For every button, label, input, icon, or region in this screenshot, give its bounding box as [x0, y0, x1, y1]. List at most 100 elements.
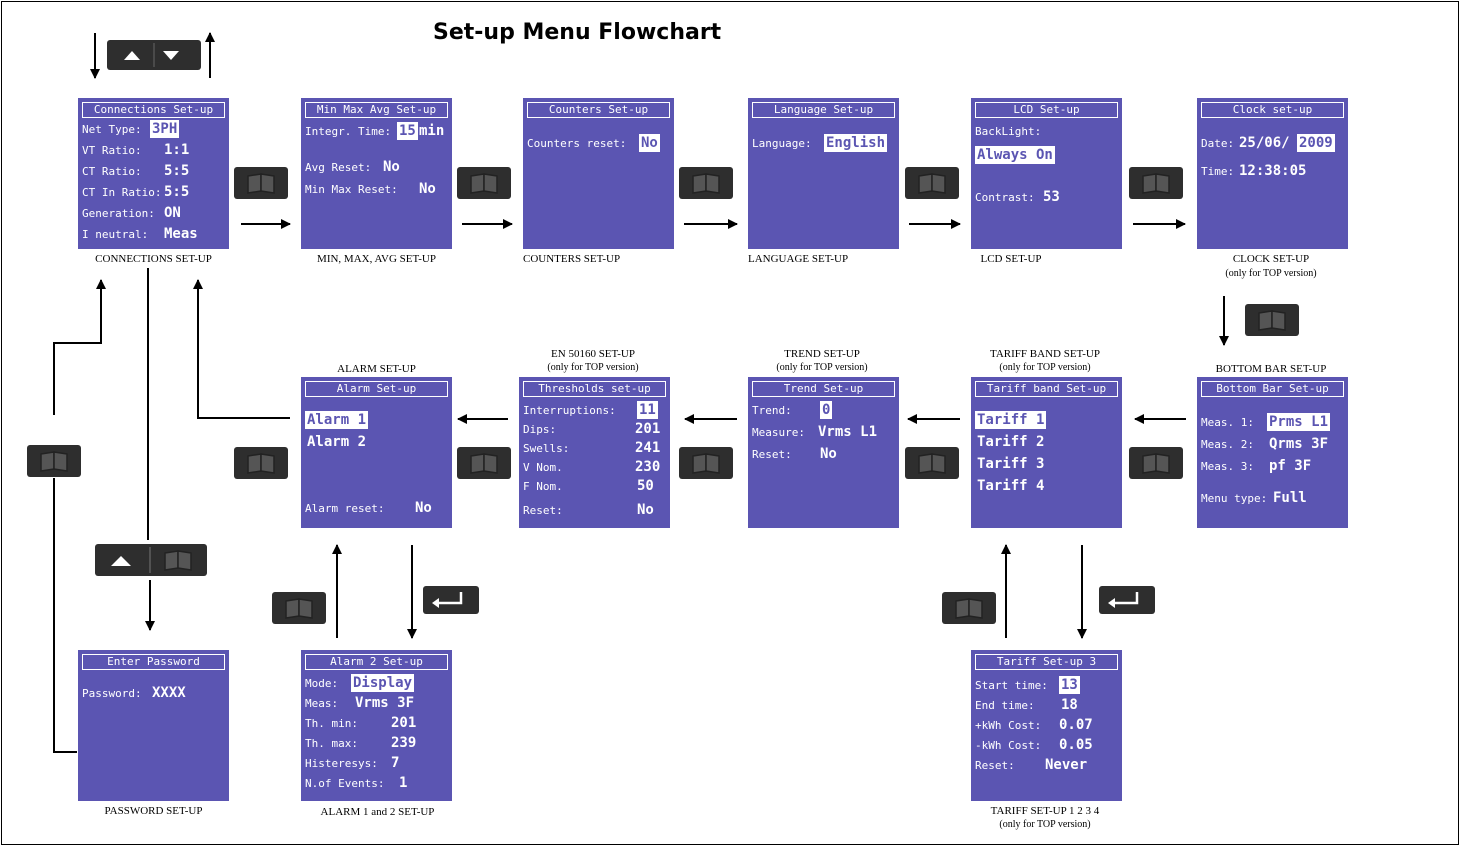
up-enter-keys — [95, 544, 207, 576]
book-icon — [918, 173, 946, 194]
screen-header: Tariff Set-up 3 — [975, 654, 1118, 670]
th-max-row: Th. max:239 — [305, 735, 417, 751]
book-icon — [285, 598, 313, 619]
meas3-row: Meas. 3:pf 3F — [1201, 458, 1312, 474]
minmax-caption: MIN, MAX, AVG SET-UP — [317, 253, 436, 265]
screen-header: Language Set-up — [752, 102, 895, 118]
tariff-reset-row: Reset:Never — [975, 757, 1088, 773]
tariff-caption-note: (only for TOP version) — [999, 819, 1091, 830]
book-icon — [1142, 173, 1170, 194]
book-key-5 — [1129, 167, 1183, 199]
clock-screen: Clock set-up Date:25/06/2009 Time:12:38:… — [1197, 98, 1348, 249]
generation-row: Generation:ON — [82, 205, 181, 221]
book-icon — [1142, 453, 1170, 474]
line-password-return — [53, 478, 77, 753]
enter-key-2 — [1099, 586, 1155, 614]
tariff-caption: TARIFF SET-UP 1 2 3 4 — [990, 805, 1100, 817]
password-caption: PASSWORD SET-UP — [104, 805, 203, 817]
backlight-label-row: BackLight: — [975, 125, 1042, 138]
alarm1-item: Alarm 1 — [305, 411, 369, 429]
connections-screen: Connections Set-up Net Type:3PH VT Ratio… — [78, 98, 229, 249]
alarm-reset-row: Alarm reset:No — [305, 500, 432, 516]
tariff4-item: Tariff 4 — [977, 478, 1045, 494]
net-type-row: Net Type:3PH — [82, 120, 180, 138]
arrow-password-to-connections — [53, 279, 106, 415]
avg-reset-row: Avg Reset:No — [305, 159, 400, 175]
vt-ratio-row: VT Ratio:1:1 — [82, 142, 190, 158]
counters-screen: Counters Set-up Counters reset:No — [523, 98, 674, 249]
histeresys-row: Histeresys:7 — [305, 755, 400, 771]
minmax-reset-row: Min Max Reset:No — [305, 181, 436, 197]
date-row: Date:25/06/2009 — [1201, 134, 1335, 152]
language-screen: Language Set-up Language:English — [748, 98, 899, 249]
thresholds-caption: EN 50160 SET-UP — [551, 348, 635, 360]
book-icon — [955, 598, 983, 619]
enter-icon — [432, 592, 463, 608]
page-title: Set-up Menu Flowchart — [433, 20, 722, 45]
book-key-7 — [1129, 447, 1183, 479]
screen-header: LCD Set-up — [975, 102, 1118, 118]
alarm2-item: Alarm 2 — [307, 434, 367, 450]
swells-row: Swells:241 — [523, 440, 661, 456]
trend-row: Trend:0 — [752, 401, 833, 419]
tariff2-item: Tariff 2 — [977, 434, 1045, 450]
book-key-6 — [1245, 304, 1299, 336]
lcd-screen: LCD Set-up BackLight: Always On Contrast… — [971, 98, 1122, 249]
book-key-4 — [905, 167, 959, 199]
alarm-caption: ALARM SET-UP — [337, 363, 416, 375]
book-key-13 — [272, 592, 326, 624]
book-icon — [470, 453, 498, 474]
th-min-row: Th. min:201 — [305, 715, 417, 731]
book-icon — [692, 173, 720, 194]
language-caption: LANGUAGE SET-UP — [748, 253, 849, 265]
tariff1-item: Tariff 1 — [975, 411, 1047, 429]
tariffband-caption-note: (only for TOP version) — [999, 362, 1091, 373]
counters-caption: COUNTERS SET-UP — [523, 253, 621, 265]
book-icon — [1258, 310, 1286, 331]
book-key-11 — [234, 447, 288, 479]
screen-header: Min Max Avg Set-up — [305, 102, 448, 118]
arrow-alarm-to-connections — [193, 279, 290, 419]
book-key-8 — [905, 447, 959, 479]
book-key-9 — [679, 447, 733, 479]
meas1-row: Meas. 1:Prms L1 — [1201, 413, 1331, 431]
screen-header: Clock set-up — [1201, 102, 1344, 118]
trend-screen: Trend Set-up Trend:0 Measure:Vrms L1 Res… — [748, 377, 899, 528]
bottombar-caption: BOTTOM BAR SET-UP — [1215, 363, 1327, 375]
i-neutral-row: I neutral:Meas — [82, 226, 198, 242]
measure-row: Measure:Vrms L1 — [752, 424, 878, 440]
dips-row: Dips:201 — [523, 421, 661, 437]
password-screen: Enter Password Password:XXXX — [78, 650, 229, 801]
ct-ratio-row: CT Ratio:5:5 — [82, 163, 190, 179]
trend-caption: TREND SET-UP — [784, 348, 860, 360]
up-book-icon — [111, 547, 192, 573]
ct-in-ratio-row: CT In Ratio:5:5 — [82, 184, 190, 200]
connections-caption: CONNECTIONS SET-UP — [95, 253, 212, 265]
lcd-caption: LCD SET-UP — [980, 253, 1042, 265]
alarm2-caption: ALARM 1 and 2 SET-UP — [320, 806, 435, 818]
screen-header: Connections Set-up — [82, 102, 225, 118]
contrast-row: Contrast:53 — [975, 189, 1060, 205]
tariff3-item: Tariff 3 — [977, 456, 1045, 472]
screen-header: Thresholds set-up — [523, 381, 666, 397]
trend-caption-note: (only for TOP version) — [776, 362, 868, 373]
backlight-value-row: Always On — [975, 146, 1055, 164]
clock-caption: CLOCK SET-UP — [1232, 253, 1310, 265]
meas-row: Meas:Vrms 3F — [305, 695, 415, 711]
book-icon — [247, 173, 275, 194]
screen-header: Tariff band Set-up — [975, 381, 1118, 397]
book-icon — [692, 453, 720, 474]
start-time-row: Start time:13 — [975, 676, 1080, 694]
kwh-cost-plus-row: +kWh Cost:0.07 — [975, 717, 1093, 733]
book-icon — [470, 173, 498, 194]
kwh-cost-minus-row: -kWh Cost:0.05 — [975, 737, 1093, 753]
menu-type-row: Menu type:Full — [1201, 490, 1307, 506]
book-key-12 — [27, 445, 81, 477]
book-key-10 — [457, 447, 511, 479]
book-icon — [918, 453, 946, 474]
tariff-screen: Tariff Set-up 3 Start time:13 End time:1… — [971, 650, 1122, 801]
